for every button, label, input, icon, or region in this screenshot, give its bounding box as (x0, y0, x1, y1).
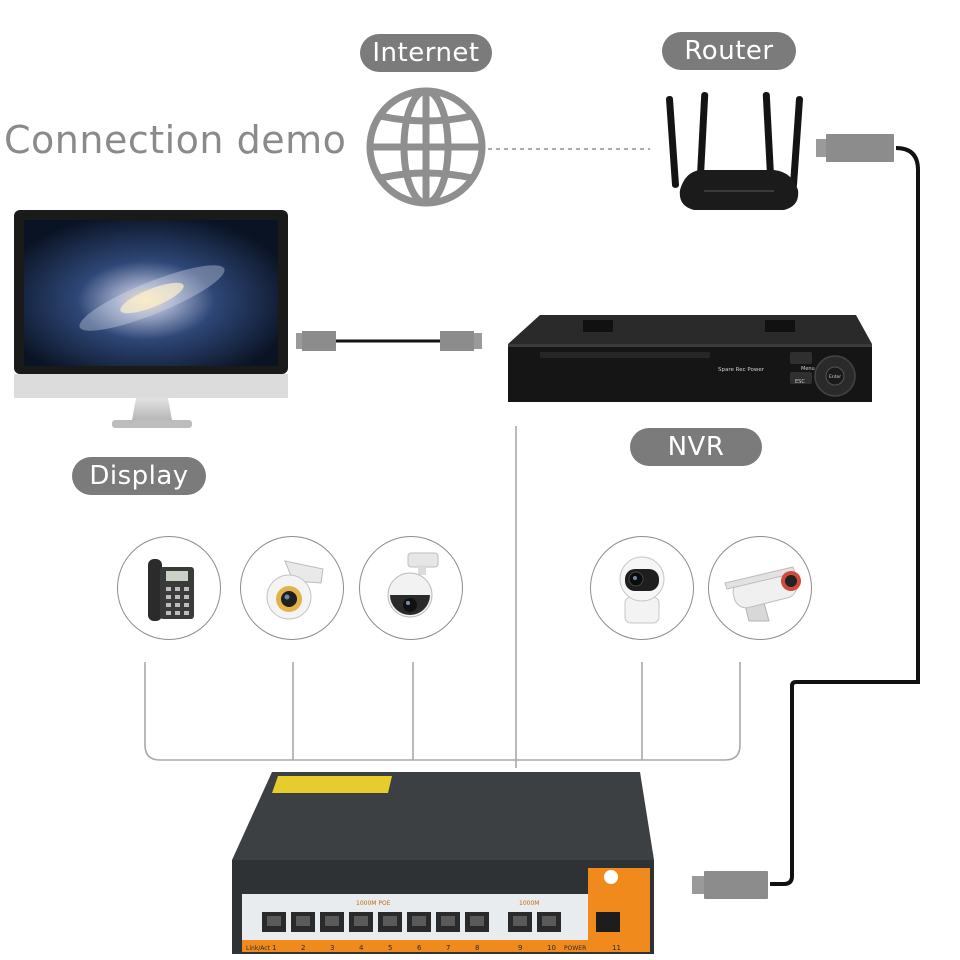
nvr-cable-connector (440, 331, 482, 351)
nvr-recorder-icon (508, 315, 872, 402)
router-label: Router (662, 32, 796, 70)
dome-camera-icon (266, 560, 324, 620)
ptz-camera-device (359, 536, 463, 640)
switch-cable-connector (692, 871, 768, 899)
nvr-esc-label: ESC (795, 379, 805, 385)
port-socket-2 (296, 916, 310, 926)
port-number-10: 10 (547, 944, 556, 952)
port-socket-7 (441, 916, 455, 926)
uplink-cable (770, 146, 920, 886)
port-socket-1 (267, 916, 281, 926)
home-camera-device (590, 536, 694, 640)
port-number-9: 9 (518, 944, 522, 952)
sfp-port-11 (596, 912, 620, 932)
port-number-7: 7 (446, 944, 450, 952)
port-number-5: 5 (388, 944, 392, 952)
port-socket-6 (412, 916, 426, 926)
desk-phone-device (117, 536, 221, 640)
display-monitor-icon (14, 210, 288, 428)
diagram-title: Connection demo (4, 118, 347, 162)
bullet-camera-icon (724, 566, 801, 622)
port-socket-8 (470, 916, 484, 926)
nvr-enter-label: Enter (829, 374, 841, 380)
desk-phone-icon (148, 559, 194, 621)
link-act-label: Link/Act (246, 945, 271, 952)
display-cable-connector (296, 331, 336, 351)
switch-warranty-sticker (272, 776, 392, 793)
nvr-menu-label: Menu (801, 366, 815, 372)
device-bus-line (144, 662, 741, 761)
uplink-group-label: 1000M (519, 900, 539, 907)
nvr-led-labels: Spare Rec Power (718, 367, 765, 373)
port-socket-5 (383, 916, 397, 926)
port-socket-10 (542, 916, 556, 926)
globe-icon (366, 87, 486, 207)
router-icon (666, 92, 803, 210)
display-label: Display (72, 457, 206, 495)
nvr-label: NVR (630, 428, 762, 466)
port-number-4: 4 (359, 944, 364, 952)
port-number-8: 8 (475, 944, 479, 952)
port-number-2: 2 (301, 944, 305, 952)
port-number-11: 11 (612, 944, 621, 952)
port-number-1: 1 (272, 944, 276, 952)
power-label: POWER (564, 945, 586, 952)
device-link-lines (144, 426, 741, 768)
port-number-6: 6 (417, 944, 422, 952)
bullet-camera-device (708, 536, 812, 640)
port-socket-9 (513, 916, 527, 926)
port-number-3: 3 (330, 944, 334, 952)
brand-logo-icon (602, 868, 620, 886)
router-cable-connector (816, 134, 894, 162)
home-camera-icon (619, 556, 665, 624)
poe-group-label: 1000M POE (356, 900, 391, 907)
internet-label: Internet (360, 34, 492, 72)
port-socket-4 (354, 916, 368, 926)
port-socket-3 (325, 916, 339, 926)
dome-camera-device (240, 536, 344, 640)
switch-port-group: 1 2 3 4 5 6 7 8 9 10 11 (262, 912, 621, 952)
ptz-camera-icon (387, 552, 439, 618)
